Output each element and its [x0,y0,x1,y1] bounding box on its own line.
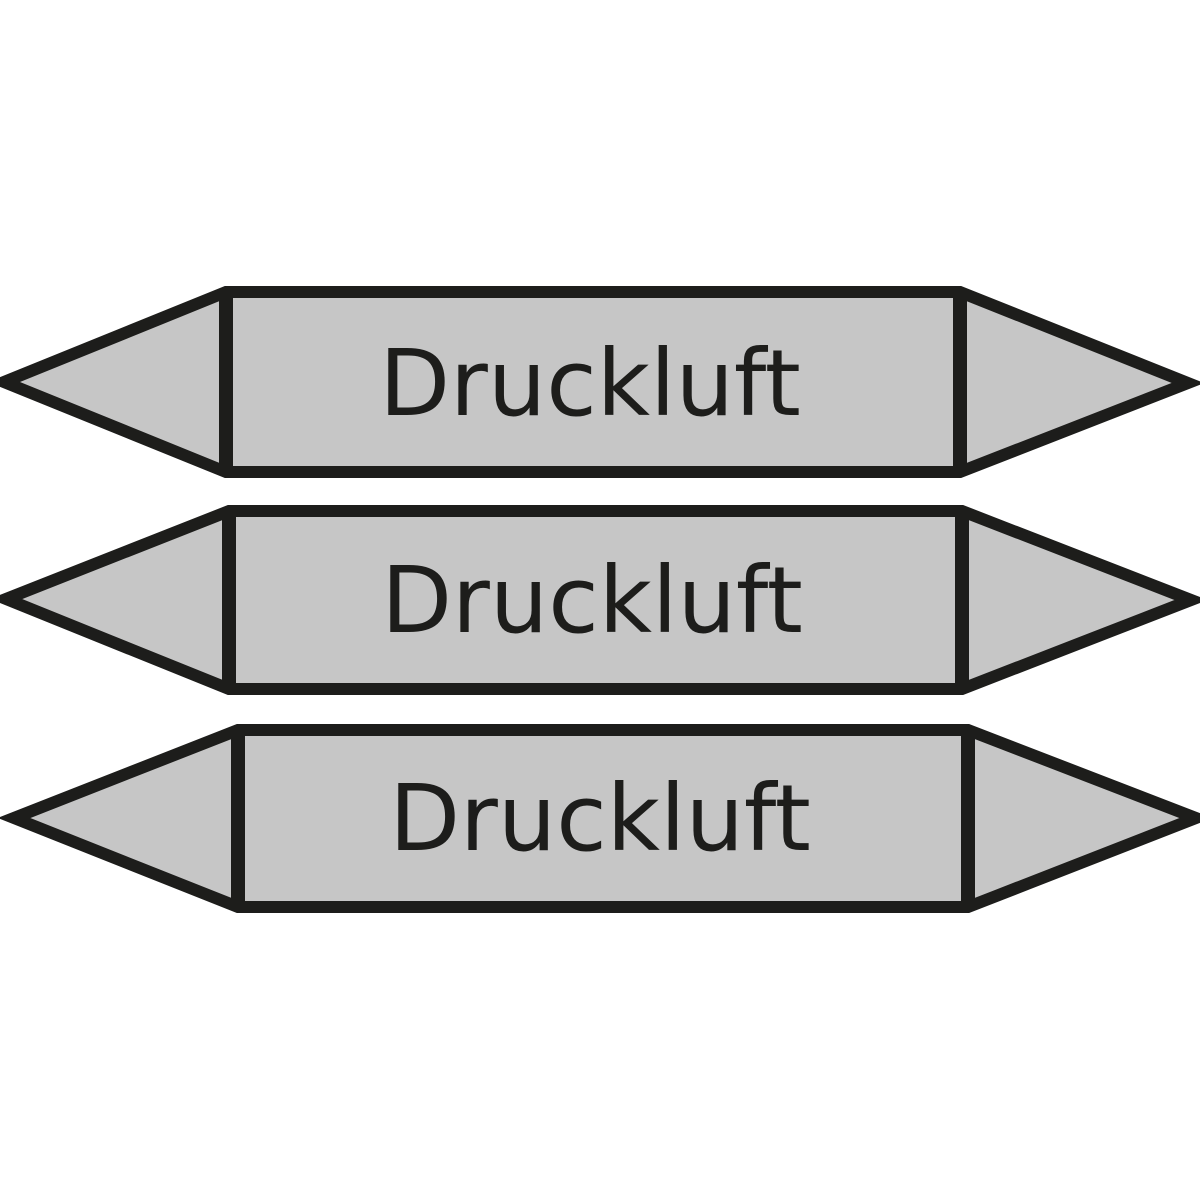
pipe-marker-3: Druckluft [0,724,1200,913]
pipe-marker-1: Druckluft [0,286,1200,478]
marker-label: Druckluft [381,547,803,654]
marker-label: Druckluft [389,765,811,872]
pipe-marker-2: Druckluft [0,505,1200,695]
marker-label: Druckluft [379,330,801,437]
